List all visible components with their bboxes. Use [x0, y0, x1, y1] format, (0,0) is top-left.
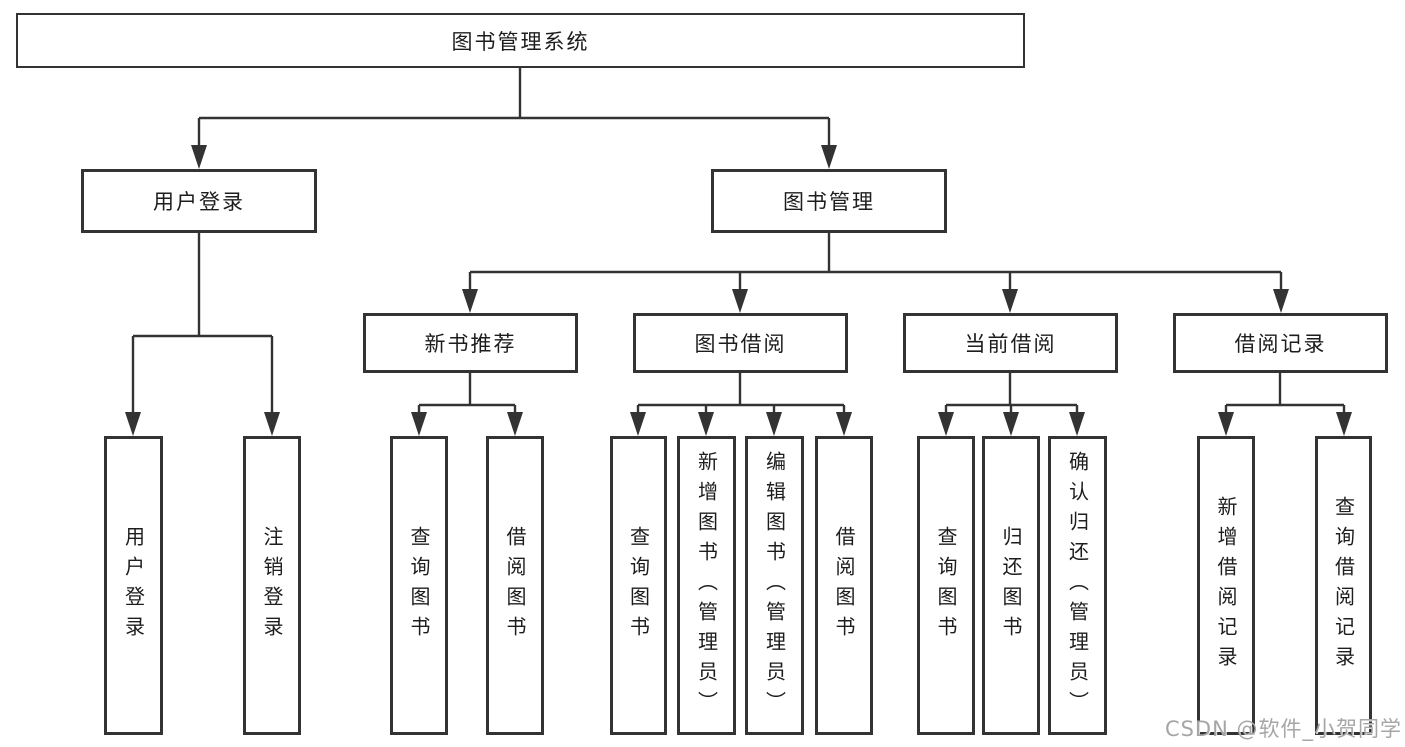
- node-book-management: 图书管理: [711, 169, 947, 233]
- leaf-edit-books-admin: 编辑图书（管理员）: [745, 436, 804, 735]
- connector-book-management: [462, 233, 1289, 313]
- node-borrowing-records: 借阅记录: [1173, 313, 1388, 373]
- leaf-user-login: 用户登录: [104, 436, 163, 735]
- leaf-add-borrow-record: 新增借阅记录: [1197, 436, 1255, 735]
- connector-borrowing-records: [1218, 373, 1352, 436]
- node-new-book-recommend: 新书推荐: [363, 313, 578, 373]
- leaf-query-borrow-record: 查询借阅记录: [1315, 436, 1372, 735]
- connector-root: [191, 68, 837, 169]
- connector-new-book-recommend: [411, 373, 523, 436]
- leaf-query-books-recommend: 查询图书: [390, 436, 448, 735]
- leaf-query-books-current: 查询图书: [917, 436, 975, 735]
- node-book-borrowing: 图书借阅: [633, 313, 848, 373]
- connector-book-borrowing: [630, 373, 852, 436]
- node-library-management-system: 图书管理系统: [16, 13, 1025, 68]
- connector-current-borrowing: [938, 373, 1085, 436]
- node-user-login: 用户登录: [81, 169, 317, 233]
- csdn-watermark: CSDN @软件_小贺同学: [1164, 717, 1402, 741]
- leaf-query-books-borrowing: 查询图书: [610, 436, 667, 735]
- leaf-logout: 注销登录: [243, 436, 301, 735]
- connector-user-login: [125, 233, 280, 436]
- leaf-confirm-return-admin: 确认归还（管理员）: [1048, 436, 1107, 735]
- leaf-return-books: 归还图书: [982, 436, 1040, 735]
- node-current-borrowing: 当前借阅: [903, 313, 1118, 373]
- leaf-borrow-books-recommend: 借阅图书: [486, 436, 544, 735]
- leaf-borrow-books: 借阅图书: [815, 436, 873, 735]
- leaf-add-books-admin: 新增图书（管理员）: [677, 436, 736, 735]
